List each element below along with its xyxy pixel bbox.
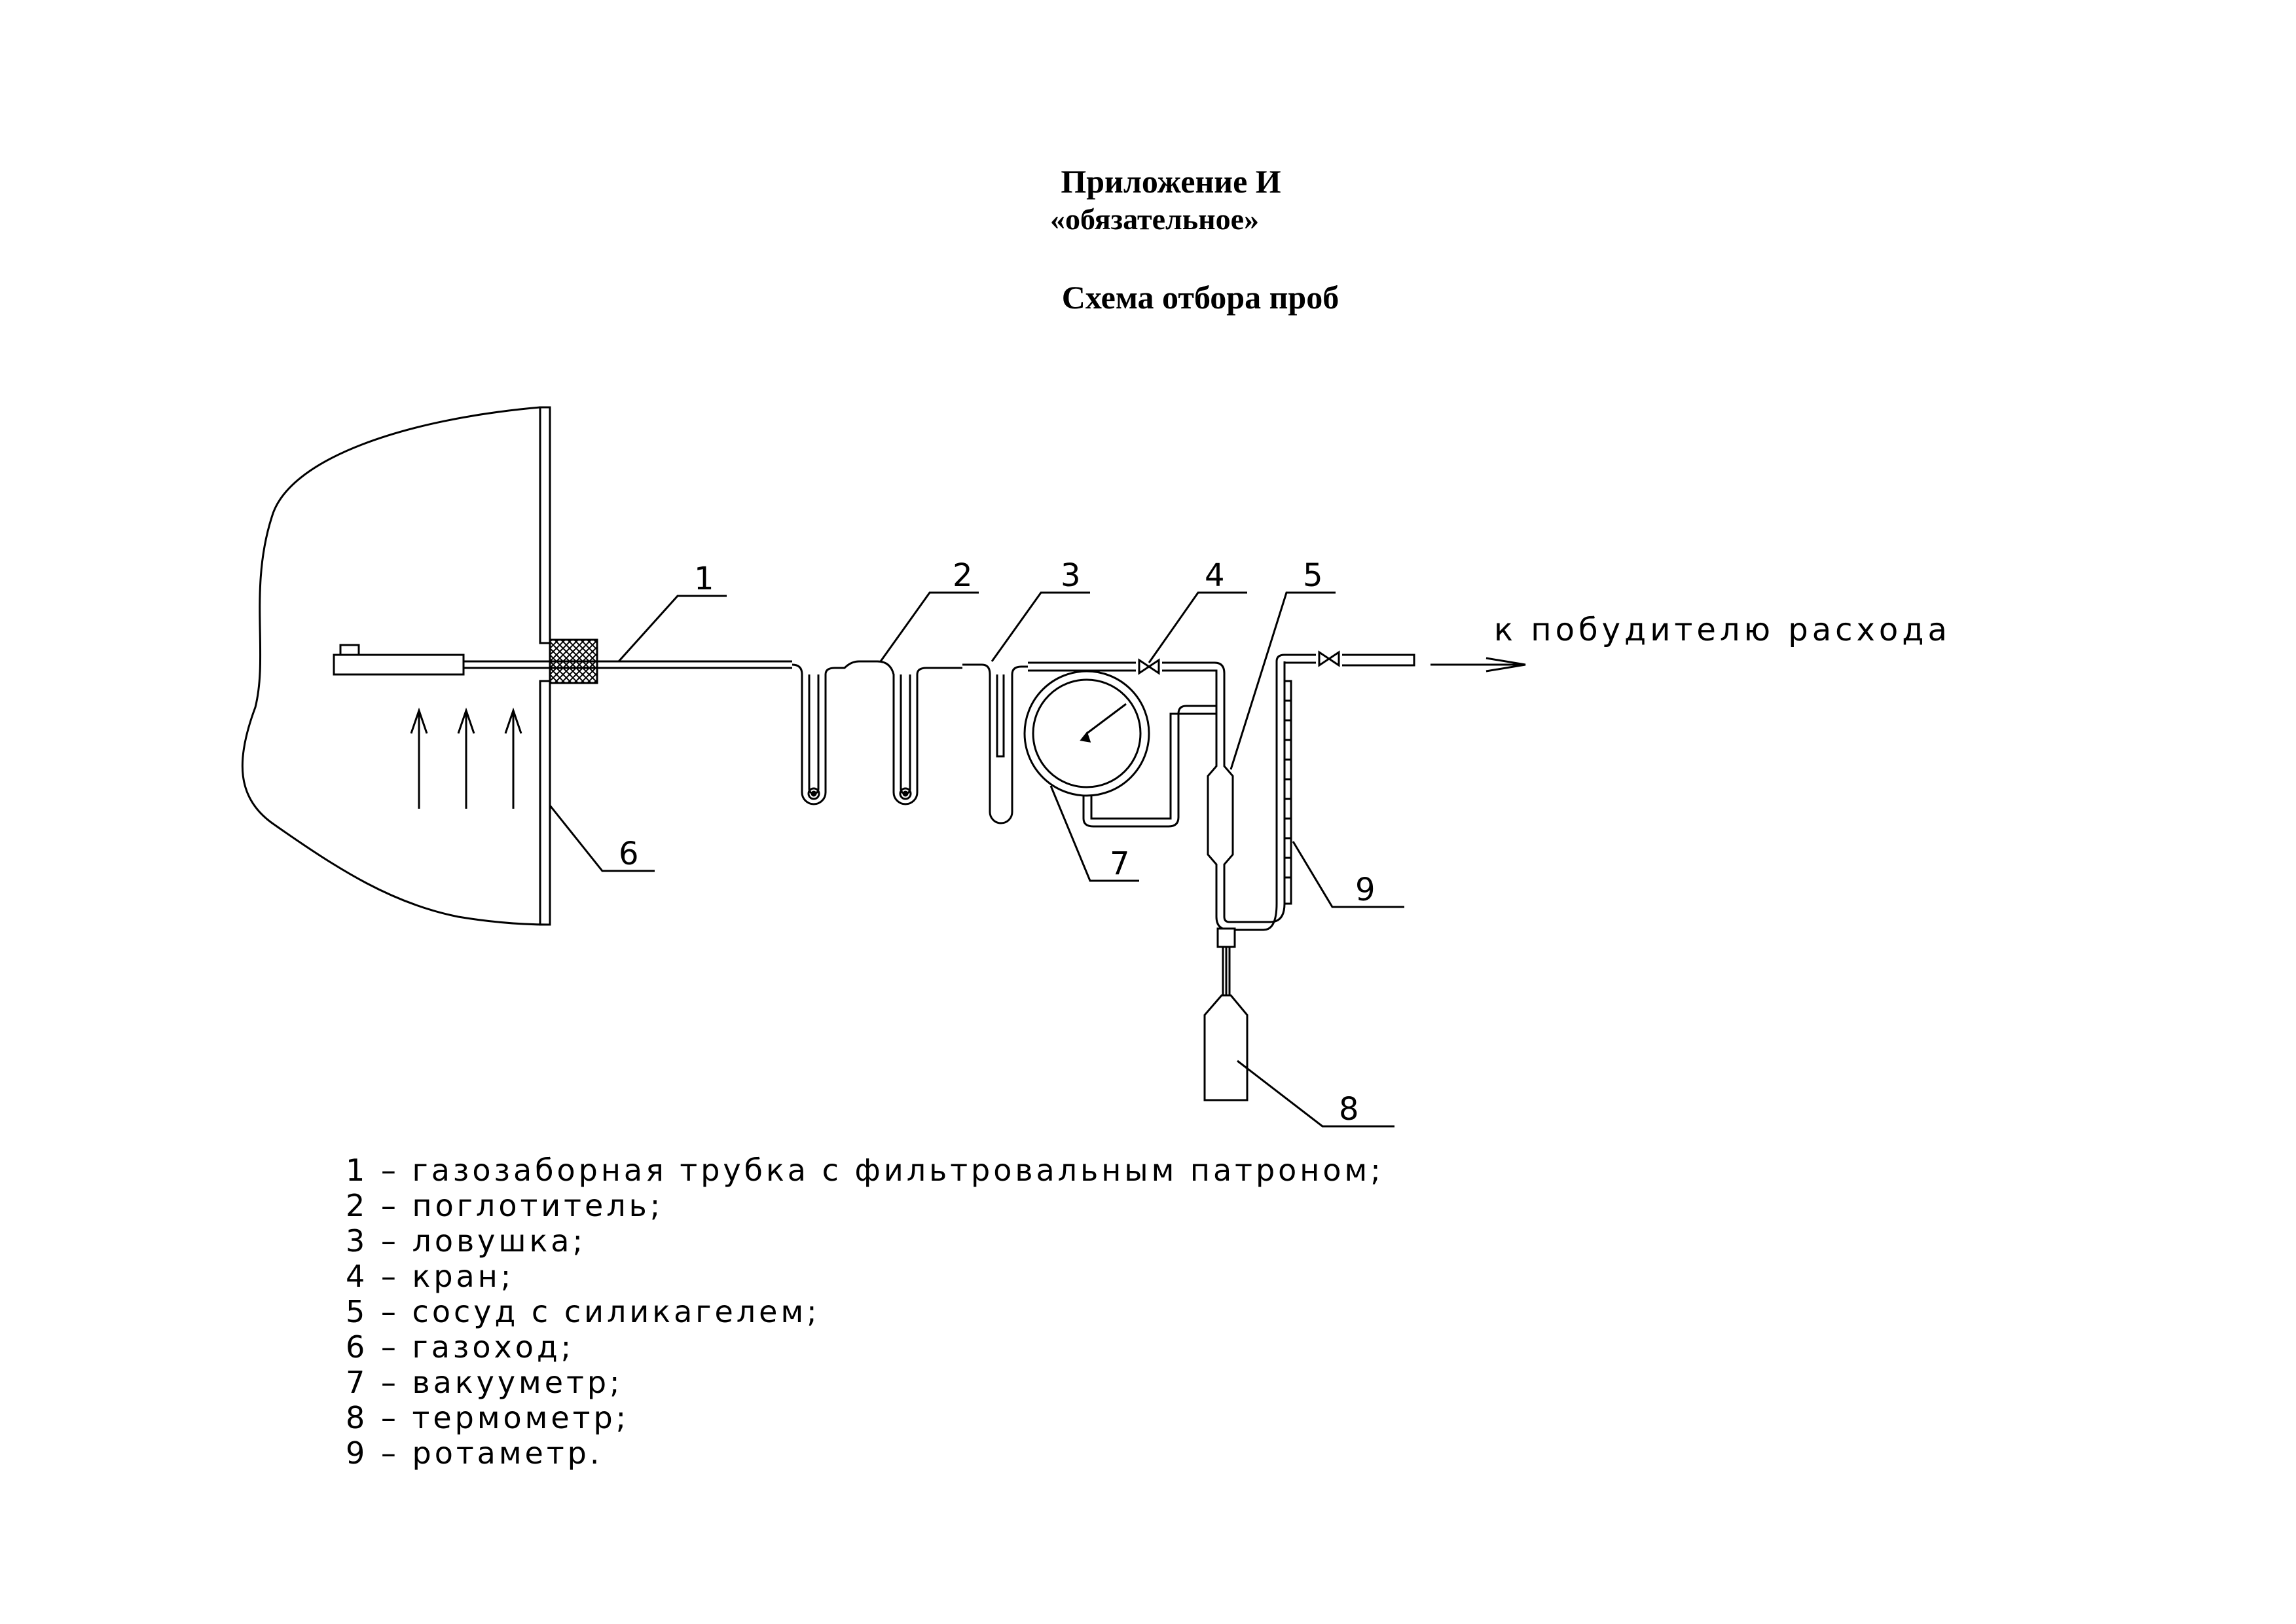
callout-9: 9 xyxy=(1355,872,1376,908)
gas-duct xyxy=(241,406,598,926)
callout-2: 2 xyxy=(953,557,973,594)
gas-flow-arrows xyxy=(410,707,522,809)
appendix-status: «обязательное» xyxy=(1049,202,1260,236)
legend: 1 – газозаборная трубка с фильтровальным… xyxy=(346,1153,1384,1471)
callout-3: 3 xyxy=(1061,557,1081,594)
legend-item-5: 5 – сосуд с силикагелем; xyxy=(346,1294,820,1329)
callout-8: 8 xyxy=(1339,1091,1359,1128)
diagram-caption: Схема отбора проб xyxy=(1061,279,1339,316)
thermometer xyxy=(1203,927,1248,1101)
flow-direction-label: к побудителю расхода xyxy=(1494,612,1951,648)
legend-item-8: 8 – термометр; xyxy=(346,1400,630,1435)
flow-direction-arrow xyxy=(1430,657,1526,673)
leader-lines xyxy=(549,591,1404,1128)
legend-item-4: 4 – кран; xyxy=(346,1259,515,1294)
callout-4: 4 xyxy=(1205,557,1225,594)
legend-item-9: 9 – ротаметр. xyxy=(346,1435,603,1471)
legend-item-6: 6 – газоход; xyxy=(346,1329,575,1365)
legend-item-2: 2 – поглотитель; xyxy=(346,1188,664,1223)
vacuum-gauge xyxy=(1023,670,1216,828)
callout-5: 5 xyxy=(1303,557,1323,594)
appendix-title: Приложение И xyxy=(1061,163,1281,200)
legend-item-7: 7 – вакууметр; xyxy=(346,1365,623,1400)
silica-gel-vessel xyxy=(1207,753,1237,931)
callout-7: 7 xyxy=(1110,845,1130,882)
callout-1: 1 xyxy=(694,561,714,597)
absorber xyxy=(792,660,962,805)
legend-item-3: 3 – ловушка; xyxy=(346,1223,586,1259)
callout-6: 6 xyxy=(619,836,639,872)
rotameter xyxy=(1237,650,1415,931)
trap xyxy=(962,663,1028,824)
gas-sampling-tube xyxy=(333,644,792,676)
legend-item-1: 1 – газозаборная трубка с фильтровальным… xyxy=(346,1153,1384,1188)
